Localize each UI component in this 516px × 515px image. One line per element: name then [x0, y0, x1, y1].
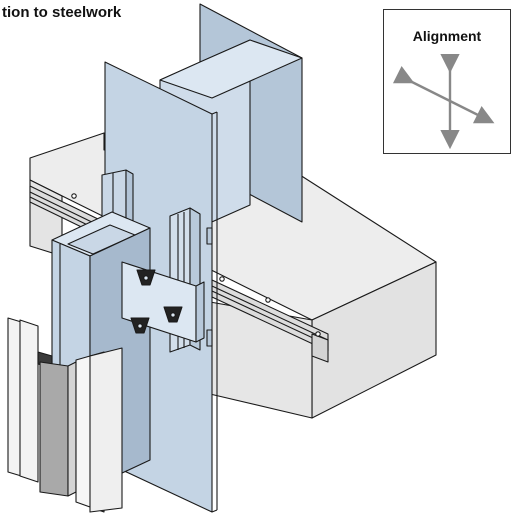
bolt-icon	[136, 269, 156, 286]
rail-bolt	[71, 193, 77, 199]
rail-bolt	[219, 276, 225, 282]
bolt-icon	[163, 306, 183, 323]
rail-bolt	[265, 297, 271, 303]
legend-title: Alignment	[412, 28, 482, 44]
diagonal-arrow	[392, 66, 495, 124]
glass-pane	[19, 319, 39, 483]
page-title: tion to steelwork	[2, 4, 122, 21]
rail-bolt	[315, 331, 321, 337]
flange-edge	[211, 111, 218, 115]
flange-hinge	[206, 227, 213, 347]
grey-infill-panel	[39, 361, 69, 497]
right-edge-rail	[211, 276, 329, 363]
column-top-cap	[159, 39, 303, 99]
panel-side	[67, 361, 77, 497]
alignment-legend: Alignment	[383, 9, 511, 154]
glass-pane-front	[89, 347, 123, 513]
adjustment-arrows-icon	[392, 54, 495, 150]
glazing-unit	[7, 317, 123, 513]
bolt-icon	[130, 317, 150, 334]
bracket-plate	[121, 261, 205, 343]
